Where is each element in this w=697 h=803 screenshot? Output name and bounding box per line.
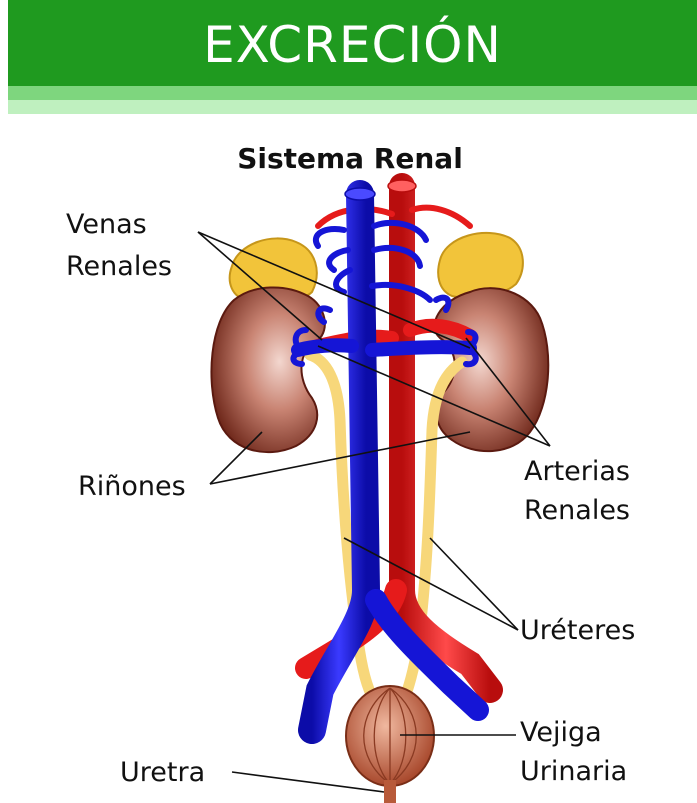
label-arterias-renales-line2: Renales [524, 494, 630, 528]
label-vejiga-line1: Vejiga [520, 716, 602, 750]
label-venas-renales-line1: Venas [66, 208, 147, 242]
aorta-top [388, 180, 416, 192]
urethra [384, 780, 396, 803]
adrenal-artery-right [412, 208, 470, 226]
label-arterias-renales-line1: Arterias [524, 455, 630, 489]
label-rinones: Riñones [78, 470, 186, 504]
leader-ureteres-2 [430, 538, 518, 630]
label-venas-renales-line2: Renales [66, 250, 172, 284]
label-vejiga-line2: Urinaria [520, 755, 627, 789]
vena-cava-top [345, 188, 375, 200]
left-kidney [211, 287, 324, 452]
label-uretra: Uretra [120, 756, 205, 790]
right-renal-vein [372, 347, 470, 350]
diagram-title: Sistema Renal [150, 142, 550, 175]
label-ureteres: Uréteres [520, 614, 635, 648]
